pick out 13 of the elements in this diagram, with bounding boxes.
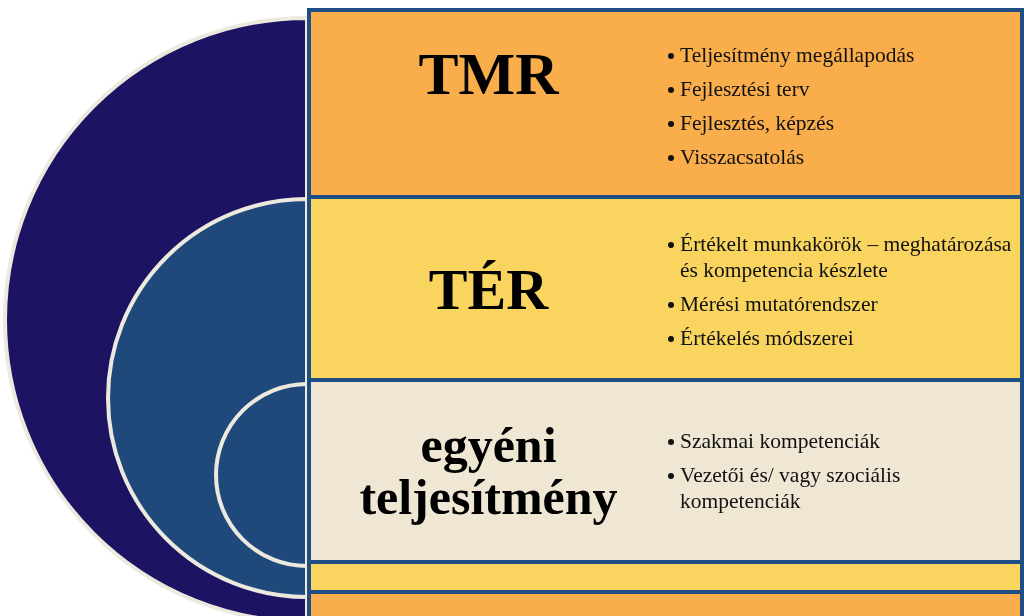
bullet-text: Értékelt munkakörök – meghatározása és kompetencia készlete (680, 231, 1012, 282)
bullet-text: Vezetői és/ vagy szociális kompetenciák (680, 463, 901, 513)
level-title: TMR (418, 42, 559, 106)
level-title: TÉR (428, 260, 549, 321)
bullet-text: Fejlesztés, képzés (680, 110, 835, 135)
bullet-text: Értékelés módszerei (680, 325, 854, 350)
bullet-text: Visszacsatolás (680, 144, 805, 169)
level-panel (307, 8, 1024, 616)
bullet-text: Mérési mutatórendszer (680, 291, 878, 316)
level-title: egyéni teljesítmény (358, 418, 619, 524)
bullet-text: Fejlesztési terv (680, 76, 810, 101)
bullet-text: Szakmai kompetenciák (680, 429, 880, 453)
bullet-text: Teljesítmény megállapodás (680, 42, 915, 67)
